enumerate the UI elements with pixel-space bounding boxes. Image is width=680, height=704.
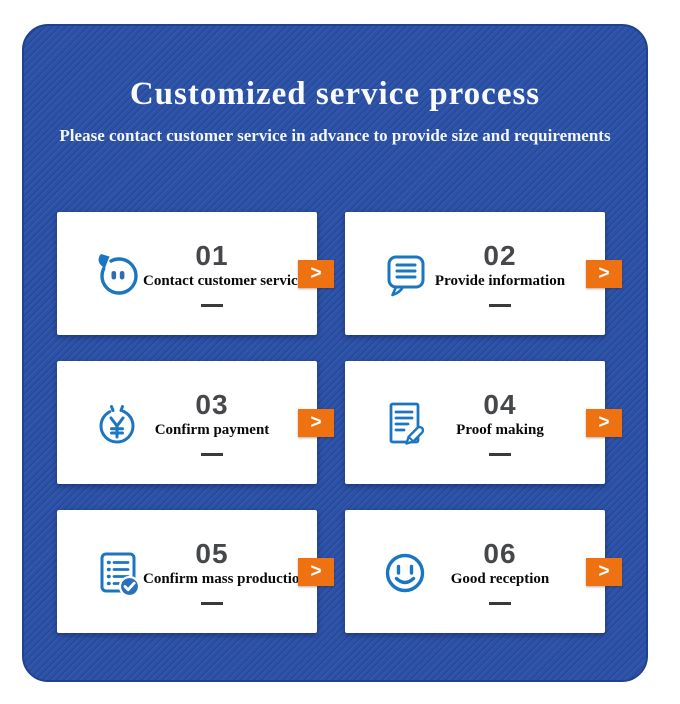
step-card-proof-making: 04 Proof making >	[345, 361, 622, 484]
step-label: Confirm payment	[154, 421, 270, 438]
next-arrow-button[interactable]: >	[586, 259, 622, 288]
step-number: 01	[195, 239, 229, 271]
dash-decoration	[489, 452, 511, 456]
step-label: Contact customer service	[143, 272, 305, 289]
step-label: Confirm mass production	[143, 570, 308, 587]
step-card-confirm-payment: 03 Confirm payment >	[57, 361, 334, 484]
step-label: Provide information	[434, 272, 566, 289]
step-number: 06	[483, 537, 517, 569]
next-arrow-button[interactable]: >	[586, 557, 622, 586]
message-lines-icon	[379, 248, 431, 300]
document-pencil-icon	[379, 397, 431, 449]
dash-decoration	[489, 601, 511, 605]
checklist-check-icon	[91, 546, 143, 598]
chat-bubble-smiley-icon	[91, 248, 143, 300]
dash-decoration	[489, 303, 511, 307]
page-title: Customized service process	[129, 76, 541, 112]
smiley-face-icon	[379, 546, 431, 598]
service-process-panel: Customized service process Please contac…	[22, 24, 648, 682]
step-card-confirm-mass-production: 05 Confirm mass production >	[57, 510, 334, 633]
step-card-contact-customer-service: 01 Contact customer service >	[57, 212, 334, 335]
next-arrow-button[interactable]: >	[298, 259, 334, 288]
dash-decoration	[201, 601, 223, 605]
next-arrow-button[interactable]: >	[298, 557, 334, 586]
steps-grid: 01 Contact customer service > 02 Provide…	[57, 212, 622, 633]
next-arrow-button[interactable]: >	[298, 408, 334, 437]
dash-decoration	[201, 452, 223, 456]
step-label: Good reception	[450, 570, 550, 587]
step-number: 05	[195, 537, 229, 569]
step-number: 03	[195, 388, 229, 420]
step-card-good-reception: 06 Good reception >	[345, 510, 622, 633]
yuan-coin-icon	[91, 397, 143, 449]
step-label: Proof making	[456, 421, 544, 438]
step-number: 04	[483, 388, 517, 420]
dash-decoration	[201, 303, 223, 307]
step-number: 02	[483, 239, 517, 271]
next-arrow-button[interactable]: >	[586, 408, 622, 437]
page-subtitle: Please contact customer service in advan…	[59, 126, 611, 145]
step-card-provide-information: 02 Provide information >	[345, 212, 622, 335]
